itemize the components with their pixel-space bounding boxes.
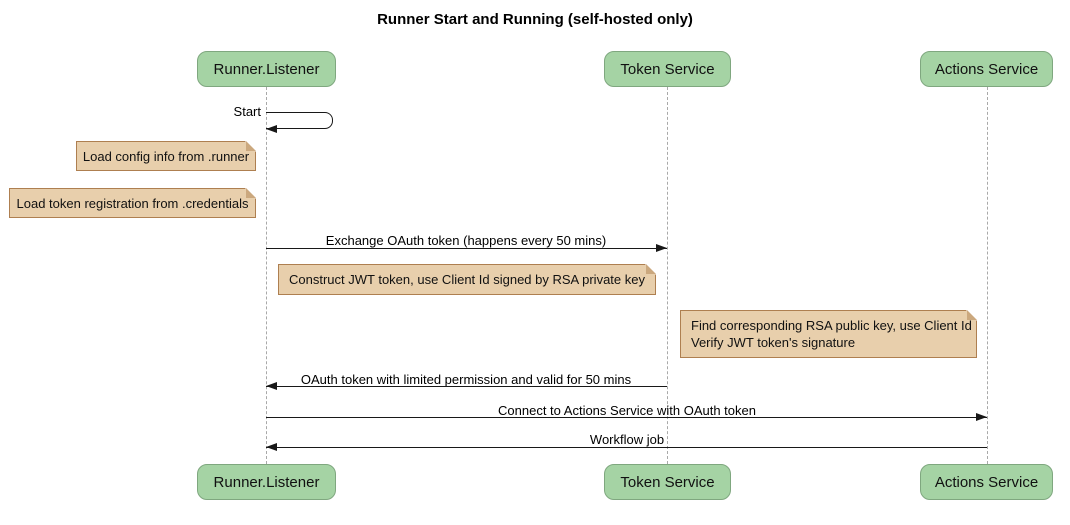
note-load-config: Load config info from .runner bbox=[76, 141, 256, 171]
self-message-label: Start bbox=[233, 104, 261, 119]
participant-token-service-top: Token Service bbox=[604, 51, 731, 87]
note-text: Load token registration from .credential… bbox=[16, 195, 249, 211]
participant-runner-listener-bottom: Runner.Listener bbox=[197, 464, 336, 500]
message-label-exchange-oauth: Exchange OAuth token (happens every 50 m… bbox=[325, 233, 607, 248]
message-arrow-oauth-token-returned bbox=[266, 382, 667, 390]
message-label-workflow-job: Workflow job bbox=[589, 432, 665, 447]
message-arrow-workflow-job bbox=[266, 443, 987, 451]
arrowhead-left-icon bbox=[266, 443, 277, 451]
note-text: Load config info from .runner bbox=[82, 148, 250, 164]
participant-label: Token Service bbox=[620, 473, 715, 491]
note-text-line-2: Verify JWT token's signature bbox=[691, 335, 856, 350]
arrowhead-right-icon bbox=[976, 413, 987, 421]
note-verify-jwt: Find corresponding RSA public key, use C… bbox=[680, 310, 977, 358]
note-fold-icon bbox=[645, 264, 656, 275]
note-construct-jwt: Construct JWT token, use Client Id signe… bbox=[278, 264, 656, 295]
note-load-token-registration: Load token registration from .credential… bbox=[9, 188, 256, 218]
lifeline-actions-service bbox=[987, 87, 988, 464]
note-fold-icon bbox=[245, 188, 256, 199]
message-arrow-exchange-oauth bbox=[266, 244, 667, 252]
participant-actions-service-bottom: Actions Service bbox=[920, 464, 1053, 500]
self-message-loop bbox=[266, 112, 333, 133]
message-label-oauth-token-returned: OAuth token with limited permission and … bbox=[300, 372, 632, 387]
note-fold-icon bbox=[966, 310, 977, 321]
participant-label: Runner.Listener bbox=[213, 473, 320, 491]
participant-token-service-bottom: Token Service bbox=[604, 464, 731, 500]
participant-label: Actions Service bbox=[934, 473, 1039, 491]
message-label-connect-actions: Connect to Actions Service with OAuth to… bbox=[498, 403, 756, 418]
note-text: Construct JWT token, use Client Id signe… bbox=[289, 272, 645, 287]
note-text-line-1: Find corresponding RSA public key, use C… bbox=[691, 318, 972, 333]
lifeline-token-service bbox=[667, 87, 668, 464]
message-arrow-connect-actions bbox=[266, 413, 987, 421]
note-fold-icon bbox=[245, 141, 256, 152]
participant-label: Actions Service bbox=[934, 60, 1039, 78]
arrowhead-left-icon bbox=[266, 125, 277, 133]
diagram-title: Runner Start and Running (self-hosted on… bbox=[377, 11, 693, 28]
arrowhead-right-icon bbox=[656, 244, 667, 252]
lifeline-runner-listener bbox=[266, 87, 267, 464]
participant-runner-listener-top: Runner.Listener bbox=[197, 51, 336, 87]
participant-actions-service-top: Actions Service bbox=[920, 51, 1053, 87]
arrowhead-left-icon bbox=[266, 382, 277, 390]
participant-label: Token Service bbox=[620, 60, 715, 78]
participant-label: Runner.Listener bbox=[213, 60, 320, 78]
